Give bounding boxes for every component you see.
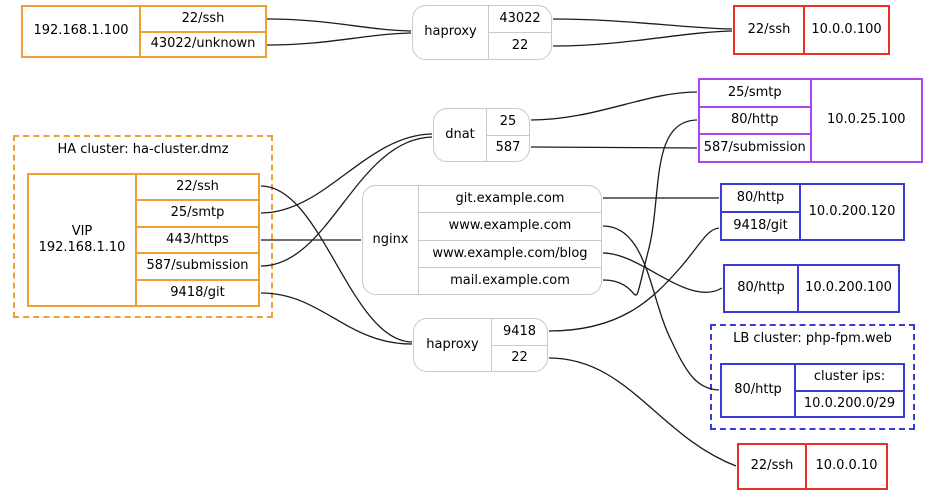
port-cell: 43022: [499, 10, 541, 26]
node-label: haproxy: [414, 319, 492, 371]
vip-title: VIP: [71, 223, 93, 239]
node-dnat: dnat 25 587: [433, 108, 530, 162]
node-lb-host: 80/http cluster ips: 10.0.200.0/29: [720, 363, 905, 418]
vip-name: VIP 192.168.1.10: [29, 175, 137, 305]
port-cell: 587/submission: [700, 133, 810, 161]
port-cell: 80/http: [736, 189, 785, 205]
port-cell: 25/smtp: [727, 84, 782, 100]
vip-address: 192.168.1.10: [38, 240, 126, 255]
edge-dnat25-mailhost: [530, 91, 698, 121]
port-cell: 9418/git: [137, 278, 258, 305]
port-cell: 22: [489, 32, 551, 59]
port-cell: 22/ssh: [181, 10, 225, 26]
vhost-cell: www.example.com/blog: [419, 239, 601, 267]
cluster-ips-label: cluster ips:: [813, 369, 886, 385]
edge-haproxy1-43022-ssh100: [552, 18, 733, 30]
vhost-cell: www.example.com: [419, 212, 601, 239]
edge-dnat587-mailhost: [530, 146, 698, 149]
node-label: nginx: [363, 186, 419, 294]
cluster-ha-title: HA cluster: ha-cluster.dmz: [57, 142, 229, 157]
port-cell: 9418: [502, 323, 537, 339]
edge-ext43022-haproxy1: [266, 32, 412, 46]
port-cell: 80/http: [722, 365, 796, 416]
host-name: 10.0.25.100: [826, 112, 906, 128]
host-name: 10.0.0.10: [815, 458, 878, 474]
vhost-cell: mail.example.com: [419, 266, 601, 294]
port-cell: 587: [487, 134, 529, 162]
node-ssh-target-100: 22/ssh 10.0.0.100: [733, 5, 890, 55]
edge-haproxy2-22-ssh10: [548, 357, 737, 467]
vhost-cell: git.example.com: [455, 191, 565, 206]
edge-vip9418-haproxy2: [260, 292, 413, 345]
node-git-host: 80/http 9418/git 10.0.200.120: [720, 183, 905, 241]
node-haproxy-top: haproxy 43022 22: [412, 5, 552, 60]
node-nginx: nginx git.example.com www.example.com ww…: [362, 185, 602, 295]
port-cell: 80/http: [700, 105, 810, 134]
node-label: dnat: [434, 109, 487, 161]
host-name: 192.168.1.100: [23, 7, 141, 56]
host-name: 10.0.0.100: [811, 21, 882, 37]
edge-mail-mailhost: [602, 119, 698, 296]
node-external-host: 192.168.1.100 22/ssh 43022/unknown: [21, 5, 267, 58]
port-cell: 22/ssh: [176, 179, 219, 195]
port-cell: 25/smtp: [137, 199, 258, 225]
edge-blog-webhost: [602, 252, 723, 294]
host-name: 10.0.200.100: [805, 280, 892, 296]
edge-haproxy1-22-ssh100: [552, 30, 733, 47]
host-name: 10.0.200.0/29: [796, 389, 903, 417]
node-label: haproxy: [413, 6, 489, 59]
node-haproxy-bottom: haproxy 9418 22: [413, 318, 548, 372]
port-cell: 80/http: [725, 266, 799, 311]
edge-www-lbhost: [602, 225, 720, 391]
port-cell: 43022/unknown: [141, 30, 265, 57]
port-cell: 443/https: [137, 225, 258, 252]
port-cell: 587/submission: [137, 252, 258, 278]
port-cell: 9418/git: [722, 211, 799, 239]
node-mail-host: 25/smtp 80/http 587/submission 10.0.25.1…: [698, 78, 923, 163]
port-cell: 25: [499, 113, 517, 129]
port-cell: 22/ssh: [739, 445, 807, 488]
node-ssh-target-10: 22/ssh 10.0.0.10: [737, 443, 888, 490]
node-web-host: 80/http 10.0.200.100: [723, 264, 900, 313]
port-cell: 22/ssh: [735, 7, 805, 53]
host-name: 10.0.200.120: [808, 203, 896, 219]
port-cell: 22: [492, 344, 547, 372]
edge-ext22-haproxy1: [266, 18, 412, 32]
node-vip: VIP 192.168.1.10 22/ssh 25/smtp 443/http…: [27, 173, 260, 307]
cluster-lb-title: LB cluster: php-fpm.web: [733, 331, 892, 346]
